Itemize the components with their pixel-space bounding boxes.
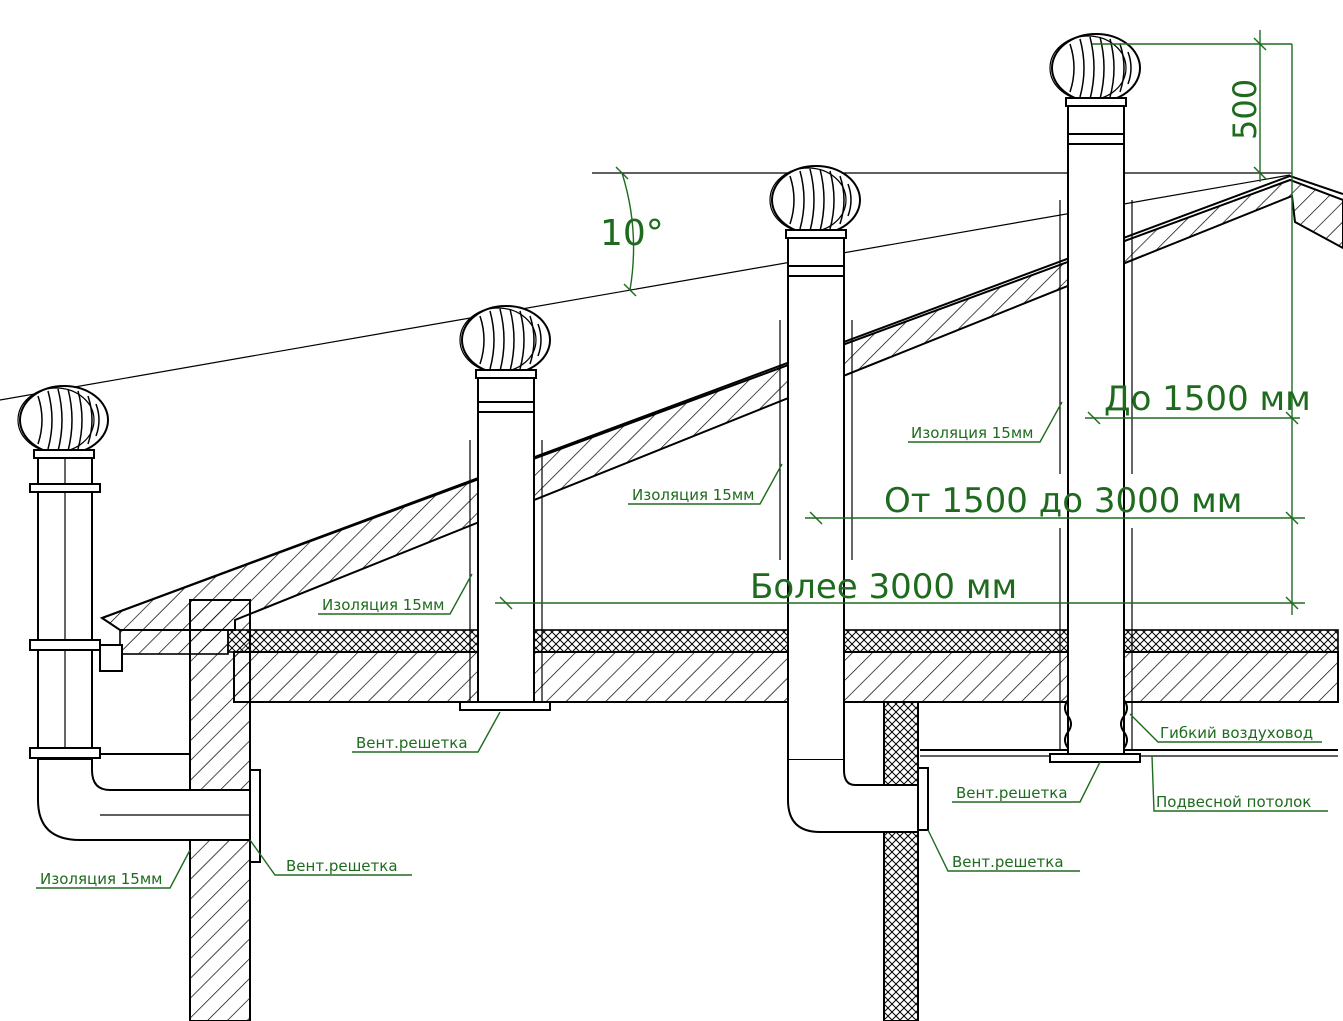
- insulation-label: Изоляция 15мм: [911, 424, 1033, 442]
- leader-lines: [36, 401, 1328, 889]
- flex-duct-label: Гибкий воздуховод: [1160, 724, 1313, 742]
- dim-medium-label: От 1500 до 3000 мм: [884, 481, 1242, 521]
- turbine-deflector-icon: [17, 385, 109, 459]
- grille-label: Вент.решетка: [356, 734, 468, 752]
- grille-label: Вент.решетка: [956, 784, 1068, 802]
- interior-partition: [883, 701, 919, 1021]
- insulation-label: Изоляция 15мм: [322, 596, 444, 614]
- grille-label: Вент.решетка: [286, 857, 398, 875]
- turbine-deflector-icon: [1049, 33, 1141, 107]
- insulation-label: Изоляция 15мм: [632, 486, 754, 504]
- dimension-lines: [495, 30, 1305, 615]
- floor-slab: [233, 651, 1339, 703]
- vent-pipe-1: [29, 449, 261, 863]
- ceiling-insulation: [227, 629, 1339, 653]
- suspended-ceiling-label: Подвесной потолок: [1156, 793, 1311, 811]
- turbine-deflector-icon: [459, 305, 551, 379]
- insulation-label: Изоляция 15мм: [40, 870, 162, 888]
- dim-long-label: Более 3000 мм: [750, 567, 1017, 607]
- dim-short-label: До 1500 мм: [1104, 379, 1311, 419]
- turbine-deflector-icon: [769, 165, 861, 239]
- height-label: 500: [1226, 79, 1264, 140]
- vent-pipe-3: [779, 229, 929, 833]
- vent-pipe-2: [459, 369, 551, 711]
- grille-label: Вент.решетка: [952, 853, 1064, 871]
- angle-label: 10°: [600, 213, 664, 254]
